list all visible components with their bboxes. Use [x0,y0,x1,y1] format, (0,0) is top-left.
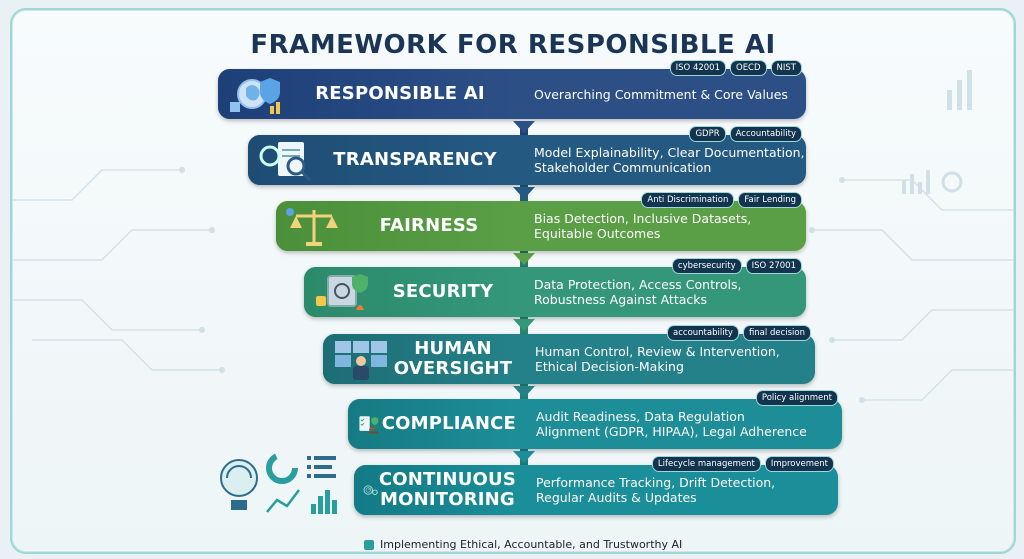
layer-label: TRANSPARENCY [316,150,514,170]
layer-band: TRANSPARENCY Model Explainability, Clear … [248,126,806,185]
vault-shield-icon [316,274,368,310]
layer-label-line: RESPONSIBLE AI [315,83,485,104]
layer-label-line: COMPLIANCE [381,413,516,434]
layer-band: RESPONSIBLE AI Overarching Commitment & C… [218,60,806,119]
standard-tag: Policy alignment [755,390,838,406]
page-title: FRAMEWORK FOR RESPONSIBLE AI [250,30,776,60]
operator-screens-icon [335,341,387,380]
layer-title-block: COMPLIANCE [348,399,516,449]
layer-label-line: FAIRNESS [379,215,479,236]
footer-caption: Implementing Ethical, Accountable, and T… [364,538,682,551]
layer-description-line: Audit Readiness, Data Regulation [536,409,745,424]
standard-tag: final decision [742,325,811,341]
layer-band: SECURITY Data Protection, Access Controls… [304,258,806,317]
flow-arrow [513,253,535,265]
flow-arrow [513,121,535,133]
standard-tag: cybersecurity [671,258,742,274]
footer-text: Implementing Ethical, Accountable, and T… [380,538,683,551]
flow-arrow [513,386,535,398]
layer-title-block: FAIRNESS [276,201,514,251]
standard-tag: Improvement [764,456,834,472]
layer-label-line: OVERSIGHT [393,358,513,379]
layer-description: Human Control, Review & Intervention,Eth… [515,334,815,384]
layer-description-line: Model Explainability, Clear Documentatio… [534,145,805,160]
layer-description-line: Ethical Decision-Making [535,359,684,374]
layer-description: Data Protection, Access Controls,Robustn… [514,267,806,317]
checklist-gavel-icon [359,416,379,434]
layer-description-line: Equitable Outcomes [534,226,661,241]
standard-tag: Lifecycle management [651,456,761,472]
layer-description-line: Stakeholder Communication [534,160,712,175]
standard-tag: Fair Lending [738,192,802,208]
layer-description: Performance Tracking, Drift Detection,Re… [516,465,838,515]
bar-chart-icon [311,490,337,514]
ai-brain-shield-icon [230,78,280,114]
layer-description: Overarching Commitment & Core Values [514,69,806,119]
donut-chart-icon [266,452,298,484]
standard-tag: Accountability [729,126,802,142]
standard-tag: ISO 42001 [669,60,726,76]
standard-tag: Anti Discrimination [641,192,735,208]
standard-tag: GDPR [689,126,726,142]
layer-label-line: SECURITY [392,281,494,302]
trend-line-icon [266,489,300,513]
standard-tag: accountability [667,325,739,341]
layer-description-line: Overarching Commitment & Core Values [534,86,788,102]
layer-description-line: Regular Audits & Updates [536,490,697,505]
footer-bullet [364,539,374,550]
flow-arrow [513,319,535,331]
layer-description-line: Data Protection, Access Controls, [534,277,742,292]
layer-label: COMPLIANCE [382,414,516,434]
flow-arrow [513,187,535,199]
balance-scale-icon [286,208,338,246]
layer-label-line: MONITORING [379,489,515,510]
flow-arrow [513,451,535,463]
layer-description-line: Human Control, Review & Intervention, [535,344,780,359]
satellite-dish-icon [220,459,258,510]
monitoring-gauge-icon [363,485,378,495]
layer-description: Model Explainability, Clear Documentatio… [514,135,806,185]
framework-card: FRAMEWORK FOR RESPONSIBLE AI RESPONSIBLE… [10,8,1016,554]
layer-label-line: TRANSPARENCY [333,149,497,170]
layer-tags: Policy alignment [755,390,838,406]
analytics-icons-cluster [220,452,337,514]
layer-label-line: HUMAN [414,338,492,359]
list-lines-icon [307,456,336,478]
layer-description: Bias Detection, Inclusive Datasets,Equit… [514,201,806,251]
standard-tag: ISO 27001 [745,258,802,274]
layer-description-line: Alignment (GDPR, HIPAA), Legal Adherence [536,424,807,439]
layer-description-line: Robustness Against Attacks [534,292,707,307]
layer-label-line: CONTINUOUS [378,469,516,490]
background-circuit-decoration [12,70,1014,403]
layer-description-line: Performance Tracking, Drift Detection, [536,475,776,490]
layer-label: FAIRNESS [344,216,514,236]
layer-band: FAIRNESS Bias Detection, Inclusive Datase… [276,192,806,251]
layer-title-block: SECURITY [304,267,514,317]
layer-title-block: RESPONSIBLE AI [218,69,514,119]
standard-tag: OECD [730,60,767,76]
standard-tag: NIST [770,60,802,76]
document-magnifier-icon [259,142,312,182]
layer-label: RESPONSIBLE AI [286,84,514,104]
layer-description-line: Bias Detection, Inclusive Datasets, [534,211,752,226]
layer-title-block: TRANSPARENCY [248,135,514,185]
layer-label: SECURITY [372,282,514,302]
